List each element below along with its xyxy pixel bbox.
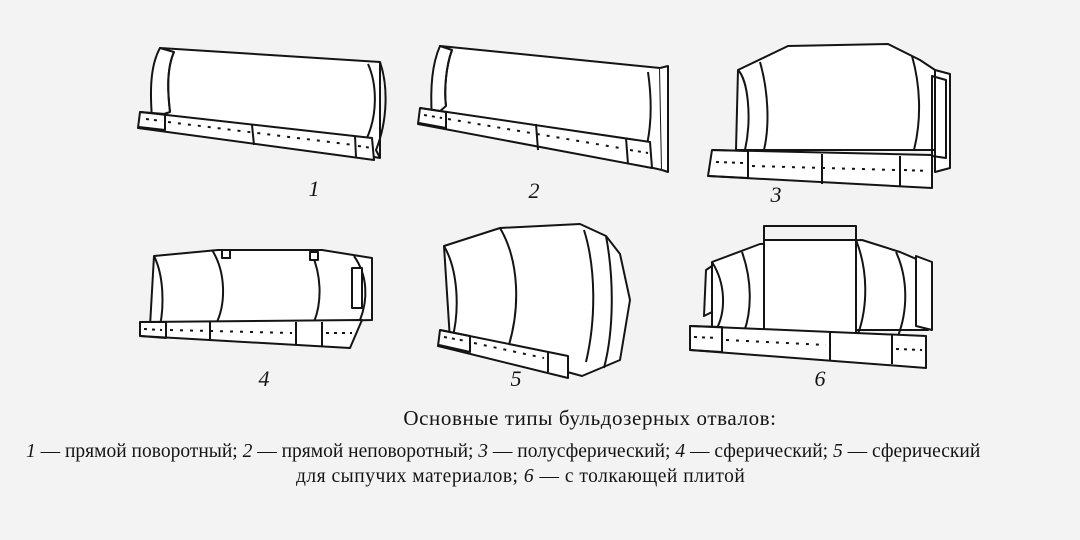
caption-line-1: 1 — прямой поворотный; 2 — прямой непово… [26,441,980,463]
caption-item-6-num: 6 [523,466,535,487]
blade-2-number: 2 [528,178,540,203]
blade-2-straight-fixed [417,45,669,173]
caption-item-2-text: — прямой неповоротный; [252,441,479,462]
caption-item-6-text: — с толкающей плитой [534,466,746,487]
caption-item-5-text: — сферический [842,441,981,462]
caption-item-3-num: 3 [478,441,489,462]
blade-6-number: 6 [814,366,826,391]
caption-item-2-num: 2 [242,441,253,462]
blade-3-number: 3 [770,182,782,207]
caption-item-5-num: 5 [832,441,843,462]
caption-item-4-num: 4 [675,441,686,462]
blade-4-number: 4 [258,366,270,391]
caption-item-3-text: — полусферический; [488,441,676,462]
caption-item-5-continuation: для сыпучих материалов; [296,466,524,487]
caption-title: Основные типы бульдозерных отвалов: [403,406,777,430]
blade-6-push-plate [689,225,933,369]
blade-5-spherical-bulk [437,223,631,379]
caption-item-1-num: 1 [26,441,36,462]
caption-item-4-text: — сферический; [685,441,833,462]
caption-line-2: для сыпучих материалов; 6 — с толкающей … [296,466,745,488]
blade-4-spherical [139,249,373,349]
caption-item-1-text: — прямой поворотный; [35,441,243,462]
blade-1-straight-swivel [137,47,387,161]
blade-5-number: 5 [510,366,522,391]
blade-3-semi-spherical [707,43,951,189]
blade-1-number: 1 [308,176,320,201]
